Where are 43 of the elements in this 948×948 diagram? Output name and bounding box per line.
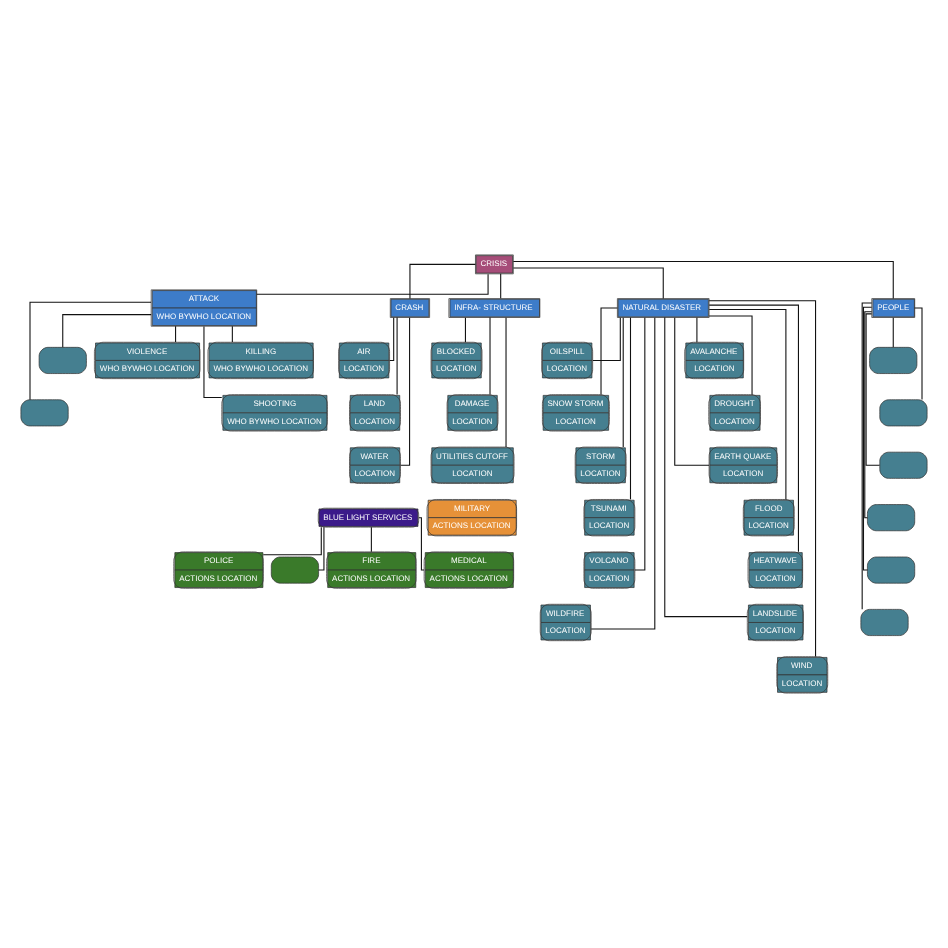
connector — [500, 273, 502, 299]
node-box — [860, 609, 909, 636]
connector — [175, 325, 177, 343]
connector — [512, 267, 664, 300]
connector — [396, 317, 398, 396]
node-box — [869, 347, 918, 374]
connector — [418, 517, 425, 571]
node-box — [867, 504, 916, 532]
connector — [708, 315, 753, 396]
node-box — [879, 451, 928, 479]
connector — [862, 306, 873, 571]
connector — [865, 313, 881, 466]
connector — [892, 317, 894, 348]
connector — [256, 273, 489, 295]
node-box — [20, 399, 69, 427]
connector — [634, 317, 646, 571]
connector — [629, 317, 632, 500]
connector — [231, 325, 233, 343]
connector — [696, 317, 698, 343]
connector — [622, 317, 624, 448]
connector — [590, 317, 656, 630]
node-box — [38, 347, 87, 374]
connector — [512, 260, 894, 299]
connector — [505, 317, 507, 448]
node-box — [879, 399, 928, 427]
connector — [674, 317, 710, 466]
connector — [389, 317, 395, 361]
connector — [409, 263, 476, 300]
connector — [861, 302, 873, 610]
connector — [262, 526, 322, 556]
connector — [62, 314, 152, 348]
connector — [600, 307, 618, 396]
connector — [29, 301, 152, 401]
connector — [370, 526, 372, 553]
connector — [318, 526, 325, 571]
connector — [592, 317, 621, 361]
connector — [489, 317, 491, 396]
node-box — [867, 556, 916, 584]
connector — [464, 317, 466, 343]
node-box — [270, 556, 319, 584]
connector — [914, 307, 923, 401]
connector — [399, 317, 411, 466]
connector — [864, 311, 873, 519]
